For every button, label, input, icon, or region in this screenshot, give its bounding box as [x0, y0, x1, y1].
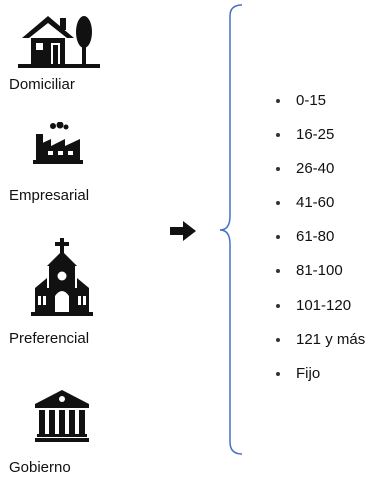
- range-item: 41-60: [276, 192, 365, 226]
- category-label-gobierno: Gobierno: [9, 459, 71, 476]
- bullet-icon: [276, 201, 280, 206]
- category-label-preferencial: Preferencial: [9, 330, 90, 347]
- bullet-icon: [276, 133, 280, 138]
- range-item: 121 y más: [276, 329, 365, 363]
- range-item: 61-80: [276, 226, 365, 260]
- curly-brace: [219, 4, 243, 455]
- range-item: 16-25: [276, 124, 365, 158]
- factory-icon: [33, 122, 83, 164]
- category-label-domiciliar: Domiciliar: [9, 76, 75, 93]
- bullet-icon: [276, 99, 280, 103]
- range-item: 81-100: [276, 260, 365, 294]
- range-item: 26-40: [276, 158, 365, 192]
- category-label-empresarial: Empresarial: [9, 187, 90, 204]
- range-item: 101-120: [276, 295, 365, 329]
- church-icon: [31, 238, 93, 316]
- bullet-icon: [276, 167, 280, 172]
- bullet-icon: [276, 303, 280, 308]
- bullet-icon: [276, 371, 280, 376]
- right-arrow-icon: [170, 221, 196, 241]
- range-item: Fijo: [276, 363, 365, 397]
- bullet-icon: [276, 337, 280, 342]
- government-building-icon: [35, 390, 89, 442]
- house-icon: [18, 16, 100, 68]
- consumption-range-list: 0-15 16-25 26-40 41-60 61-80 81-100 101-…: [276, 90, 365, 397]
- bullet-icon: [276, 235, 280, 240]
- range-item: 0-15: [276, 90, 365, 124]
- bullet-icon: [276, 269, 280, 274]
